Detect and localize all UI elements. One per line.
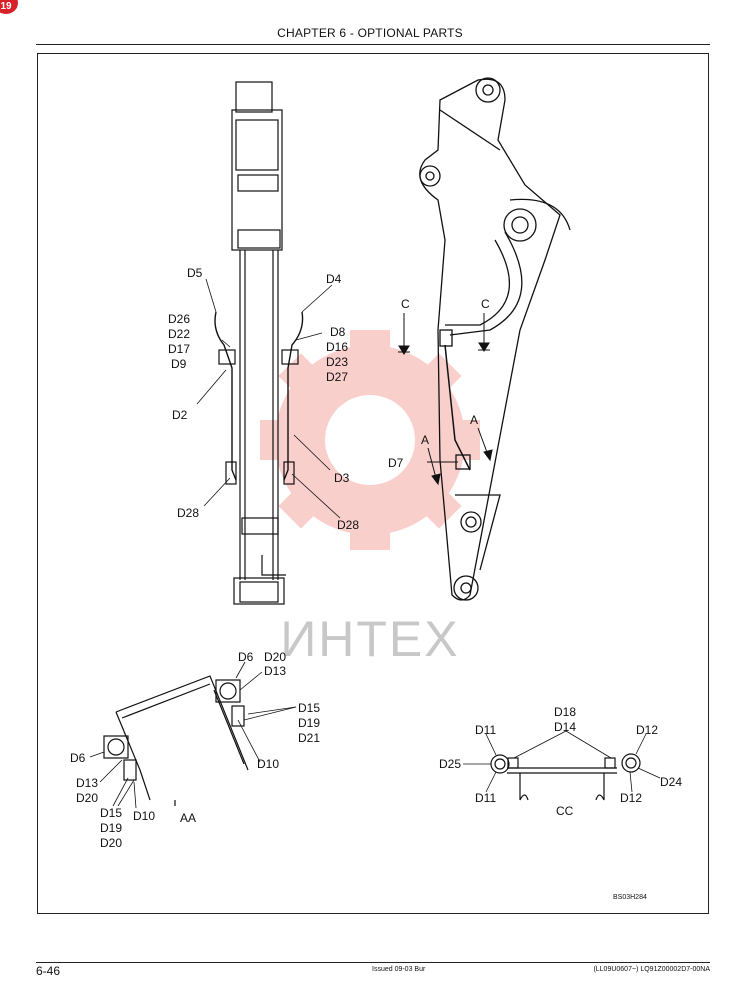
section-cc-drawing bbox=[490, 753, 641, 801]
label-cc-d14: D14 bbox=[554, 720, 576, 734]
label-d17: D17 bbox=[168, 342, 190, 356]
label-d22: D22 bbox=[168, 327, 190, 341]
boom-side-view bbox=[419, 77, 571, 601]
label-d28-right: D28 bbox=[337, 518, 359, 532]
label-a-lower: A bbox=[421, 433, 429, 447]
label-aa-d19-right: D19 bbox=[298, 716, 320, 730]
label-a-upper: A bbox=[470, 413, 478, 427]
figure-frame bbox=[37, 53, 709, 914]
label-d4: D4 bbox=[326, 272, 342, 286]
label-aa-d15-right: D15 bbox=[298, 701, 320, 715]
issued-date: Issued 09-03 Bur bbox=[372, 966, 426, 973]
label-d7: D7 bbox=[388, 456, 404, 470]
label-d16: D16 bbox=[326, 340, 348, 354]
label-d2: D2 bbox=[172, 408, 188, 422]
label-d23: D23 bbox=[326, 355, 348, 369]
label-aa-d6-left: D6 bbox=[70, 751, 86, 765]
label-cc-d24: D24 bbox=[660, 775, 682, 789]
label-d27: D27 bbox=[326, 370, 348, 384]
section-aa-leaders bbox=[89, 661, 297, 809]
label-aa-d21-right: D21 bbox=[298, 731, 320, 745]
section-aa-drawing bbox=[103, 675, 249, 806]
section-markers bbox=[398, 313, 493, 486]
label-aa-d13-top: D13 bbox=[264, 664, 286, 678]
label-d26: D26 bbox=[168, 312, 190, 326]
left-view-leaders bbox=[196, 278, 341, 519]
figure-id: BS03H284 bbox=[613, 894, 647, 901]
label-d8: D8 bbox=[330, 325, 346, 339]
section-aa-title: AA bbox=[180, 811, 196, 825]
label-cc-d12-top: D12 bbox=[636, 723, 658, 737]
section-cc-leaders bbox=[463, 730, 661, 793]
label-cc-d11-bottom: D11 bbox=[475, 791, 496, 805]
label-aa-d20-left: D20 bbox=[76, 791, 98, 805]
chapter-title: CHAPTER 6 - OPTIONAL PARTS bbox=[277, 26, 463, 40]
label-aa-d10-bottom: D10 bbox=[133, 809, 155, 823]
label-c-right: C bbox=[481, 297, 490, 311]
label-d28-left: D28 bbox=[177, 506, 199, 520]
label-aa-d13-left: D13 bbox=[76, 776, 98, 790]
label-aa-d6-top: D6 bbox=[238, 650, 254, 664]
label-d5: D5 bbox=[187, 266, 203, 280]
label-aa-d20-bottom: D20 bbox=[100, 836, 122, 850]
header-rule bbox=[36, 44, 710, 45]
label-cc-d25: D25 bbox=[439, 757, 461, 771]
label-d9: D9 bbox=[171, 357, 187, 371]
boom-front-view bbox=[214, 81, 304, 605]
label-aa-d15-bottom: D15 bbox=[100, 806, 122, 820]
document-reference: (LL09U0607~) LQ91Z00002D7-00NA bbox=[593, 966, 710, 973]
label-d3: D3 bbox=[334, 471, 350, 485]
label-cc-d12-bottom: D12 bbox=[620, 791, 642, 805]
footer-rule bbox=[36, 962, 710, 963]
label-cc-d11-top: D11 bbox=[475, 723, 496, 737]
label-cc-d18: D18 bbox=[554, 705, 576, 719]
label-c-left: C bbox=[401, 297, 410, 311]
label-aa-d10-right: D10 bbox=[257, 757, 279, 771]
page-number: 6-46 bbox=[36, 964, 61, 978]
label-aa-d19-bottom: D19 bbox=[100, 821, 122, 835]
section-cc-title: CC bbox=[556, 804, 574, 818]
page-badge: 19 bbox=[0, 0, 18, 14]
label-aa-d20-top: D20 bbox=[264, 650, 286, 664]
watermark-text: ИНТЕХ bbox=[280, 611, 459, 667]
